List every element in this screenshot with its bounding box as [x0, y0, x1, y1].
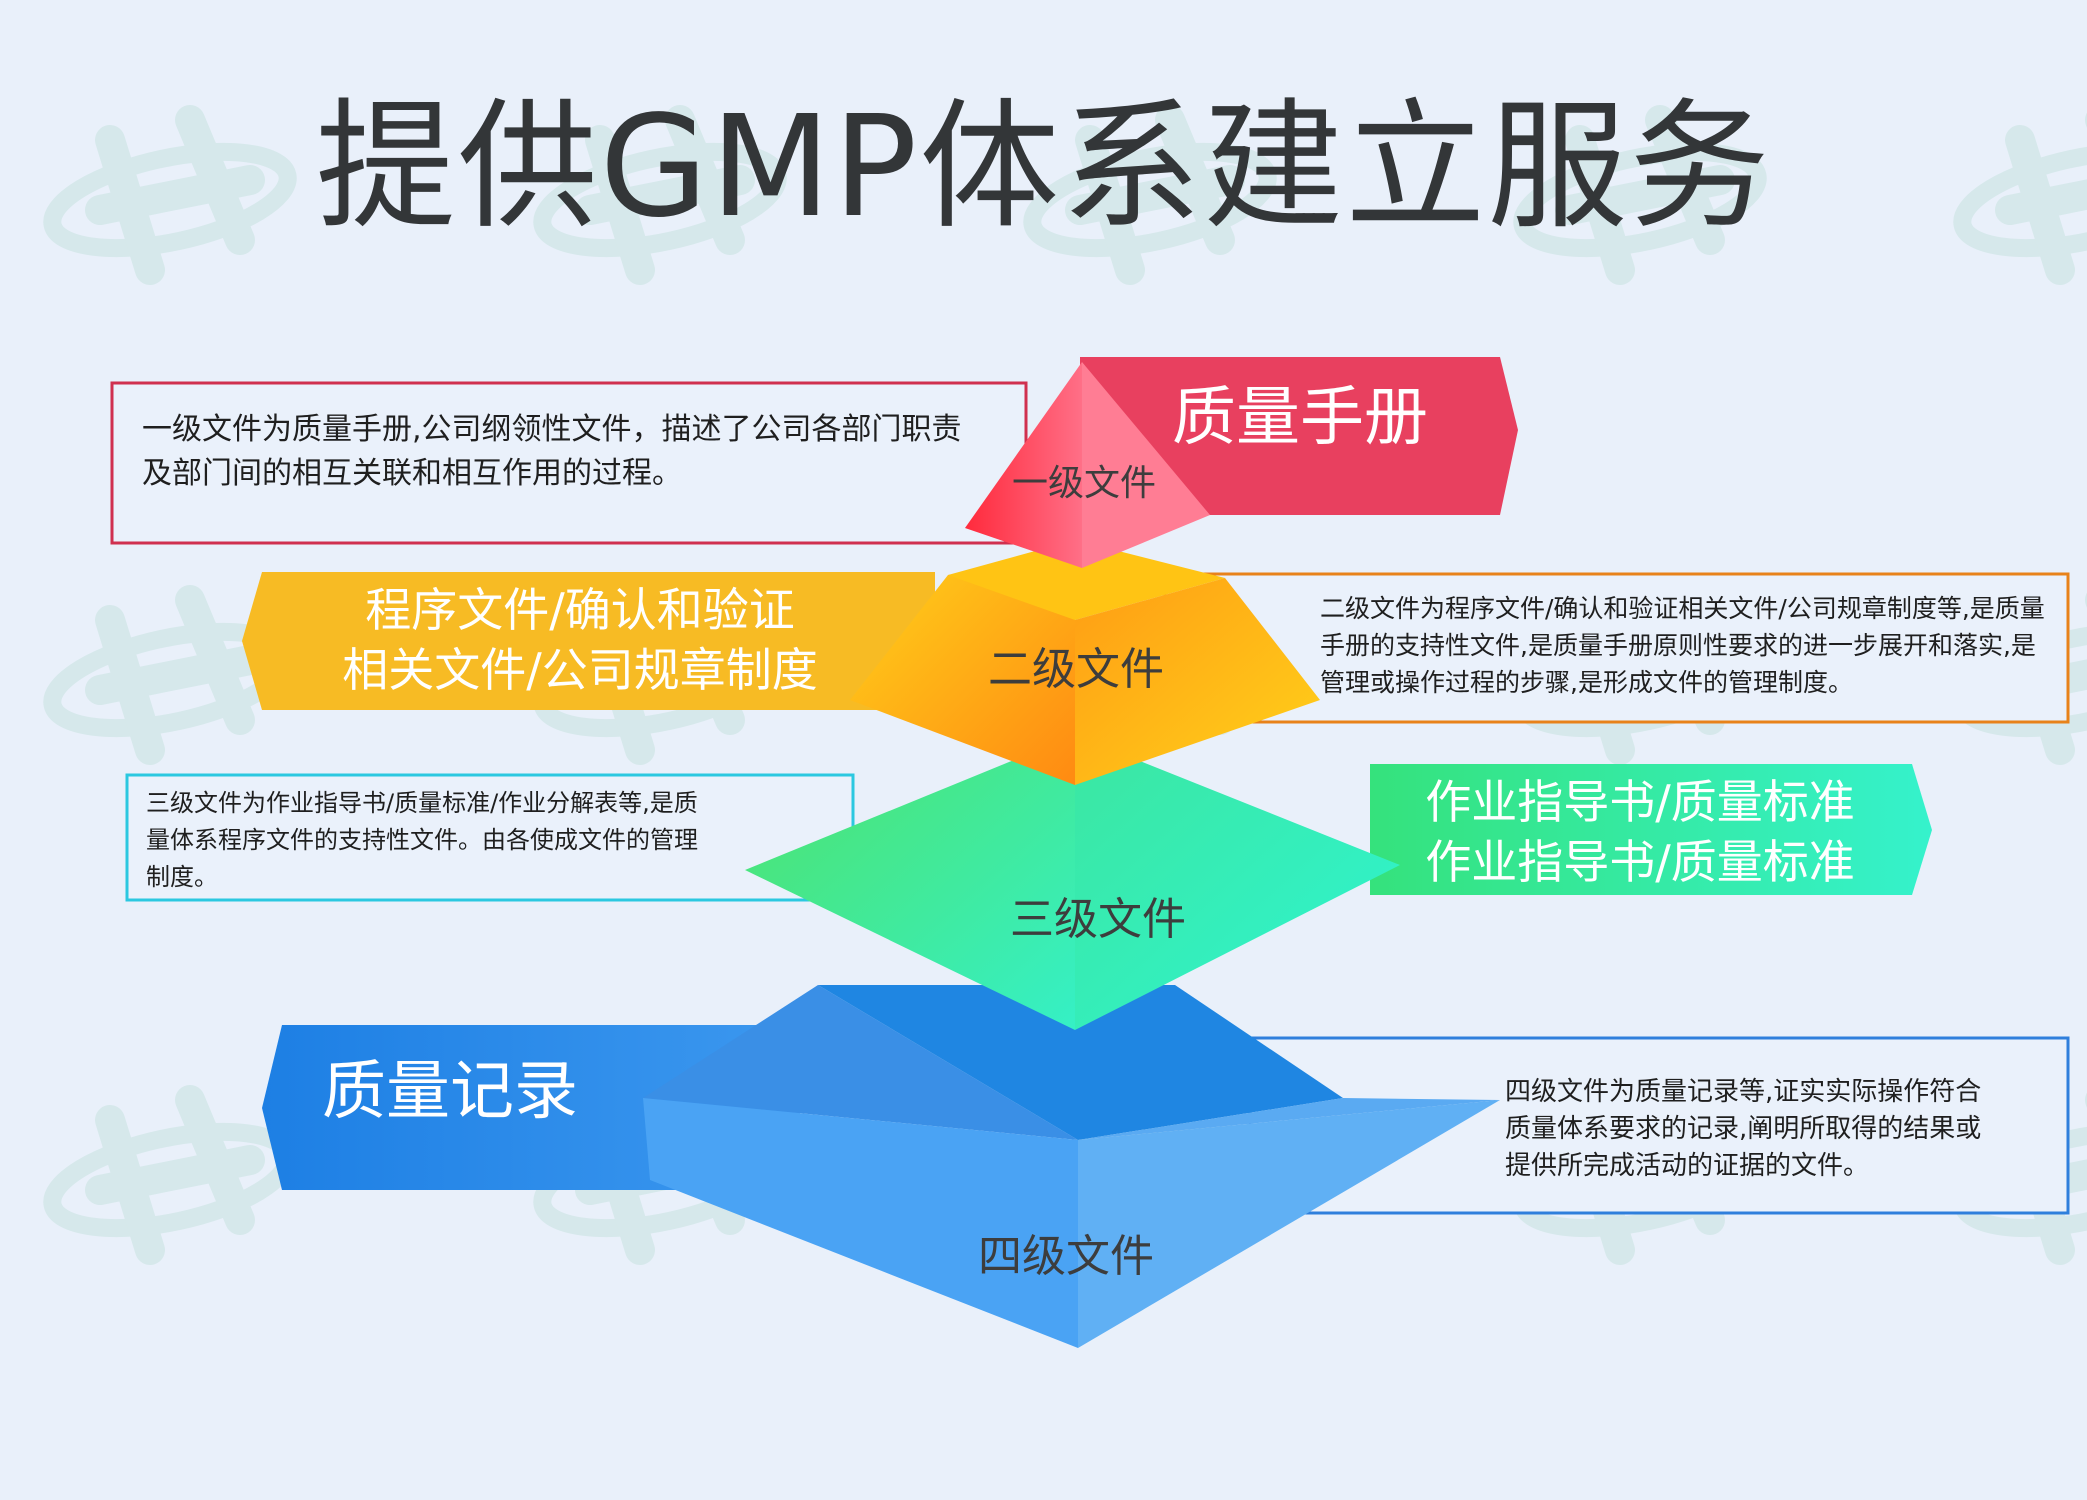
level3-banner-text: 作业指导书/质量标准 作业指导书/质量标准: [1390, 772, 1890, 892]
level4-banner-line: 质量记录: [322, 1055, 578, 1129]
level1-banner: [1080, 357, 1518, 515]
level1-banner-text: 质量手册: [1130, 378, 1470, 458]
pyramid-level3: [745, 735, 1400, 1030]
level4-label: 四级文件: [978, 1231, 1154, 1282]
level2-banner: [242, 572, 935, 710]
level2-banner-text: 程序文件/确认和验证 相关文件/公司规章制度: [280, 580, 880, 700]
level3-description: 三级文件为作业指导书/质量标准/作业分解表等,是质量体系程序文件的支持性文件。由…: [146, 789, 698, 891]
level2-banner-line: 相关文件/公司规章制度: [342, 643, 818, 697]
level3-banner: [1370, 764, 1932, 895]
level4-description: 四级文件为质量记录等,证实实际操作符合质量体系要求的记录,阐明所取得的结果或提供…: [1505, 1074, 2005, 1185]
pyramid-level4: [643, 985, 1500, 1348]
pyramid-level2: [850, 540, 1320, 785]
level1-banner-line: 质量手册: [1172, 381, 1428, 455]
level3-desc-frame: [125, 773, 855, 902]
level2-banner-line: 程序文件/确认和验证: [365, 583, 795, 637]
level2-label: 二级文件: [988, 644, 1164, 695]
level1-description: 一级文件为质量手册,公司纲领性文件，描述了公司各部门职责及部门间的相互关联和相互…: [142, 412, 962, 491]
level2-description: 二级文件为程序文件/确认和验证相关文件/公司规章制度等,是质量手册的支持性文件,…: [1320, 590, 2060, 701]
level3-label: 三级文件: [1010, 894, 1186, 945]
pyramid-level1: [965, 362, 1210, 568]
level3-banner-line: 作业指导书/质量标准: [1425, 835, 1855, 889]
level3-banner-line: 作业指导书/质量标准: [1425, 775, 1855, 829]
page-title: 提供GMP体系建立服务: [315, 86, 1772, 249]
level1-label: 一级文件: [1012, 463, 1157, 504]
level4-banner-text: 质量记录: [290, 1052, 610, 1132]
